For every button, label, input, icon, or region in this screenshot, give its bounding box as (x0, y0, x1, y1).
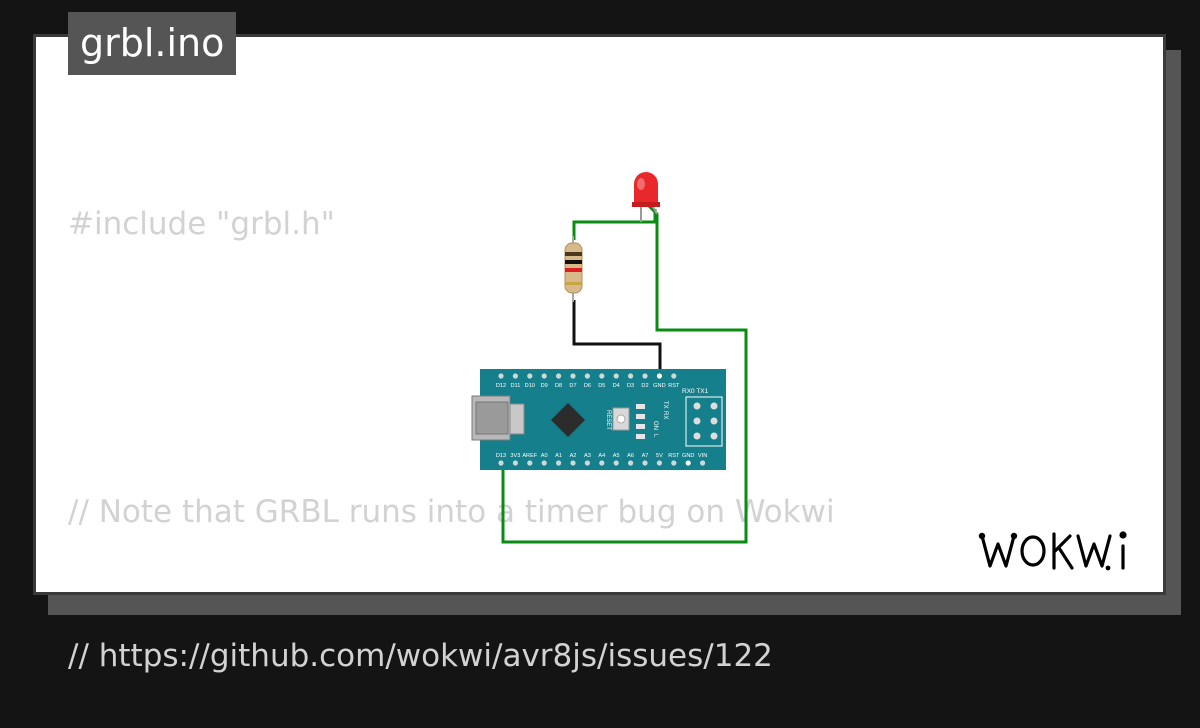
pin-hole[interactable] (541, 373, 547, 379)
code-line-4: // https://github.com/wokwi/avr8js/issue… (68, 638, 773, 674)
bottom-pin-label: A3 (584, 453, 591, 459)
pin-hole[interactable] (599, 373, 605, 379)
file-title: grbl.ino (68, 12, 237, 75)
top-pin-label: GND (653, 383, 665, 389)
bottom-pin-label: A5 (613, 453, 620, 459)
code-line-1: #include "grbl.h" (68, 206, 335, 242)
reset-label: RESET (605, 410, 611, 430)
icsp-header (685, 396, 723, 447)
pin-hole[interactable] (541, 460, 547, 466)
wokwi-logo (978, 524, 1148, 578)
header-label: RX0 TX1 (682, 388, 709, 395)
pin-hole[interactable] (628, 373, 634, 379)
led-label-rx: RX (662, 411, 668, 419)
top-pin-label: D11 (510, 383, 520, 389)
pin-hole[interactable] (642, 373, 648, 379)
pin-hole[interactable] (570, 373, 576, 379)
pin-hole[interactable] (599, 460, 605, 466)
pin-hole[interactable] (512, 373, 519, 379)
pin-hole[interactable] (584, 373, 591, 379)
bottom-pin-label: A1 (555, 453, 562, 459)
microcontroller-chip (551, 403, 585, 437)
bottom-pin-label: A2 (570, 453, 577, 459)
pin-hole[interactable] (671, 460, 677, 466)
pin-hole[interactable] (628, 460, 634, 466)
pin-hole[interactable] (642, 460, 648, 466)
bottom-pin-label: A7 (642, 453, 649, 459)
top-pin-label: RST (668, 383, 680, 389)
bottom-pin-label: A0 (541, 453, 548, 459)
pin-hole[interactable] (556, 460, 562, 466)
code-line-3: // Note that GRBL runs into a timer bug … (68, 494, 835, 530)
pin-hole[interactable] (512, 460, 519, 466)
pin-hole[interactable] (527, 460, 533, 466)
led-label-l: L (652, 434, 658, 438)
top-pin-label: D9 (541, 383, 548, 389)
pin-hole[interactable] (685, 460, 691, 466)
bottom-pin-label: VIN (698, 453, 707, 459)
pin-hole[interactable] (584, 460, 591, 466)
led-label-tx: TX (662, 401, 668, 409)
led[interactable] (632, 172, 660, 222)
resistor[interactable] (564, 236, 583, 302)
top-pin-label: D7 (569, 383, 576, 389)
top-pin-label: D10 (525, 383, 535, 389)
pin-hole[interactable] (700, 460, 706, 466)
pin-hole[interactable] (570, 460, 576, 466)
pin-hole[interactable] (671, 373, 677, 379)
top-pin-label: D6 (584, 383, 591, 389)
bottom-pin-label: GND (682, 453, 694, 459)
pin-hole[interactable] (613, 373, 619, 379)
top-pin-label: D4 (613, 383, 620, 389)
top-pin-label: D3 (627, 383, 634, 389)
pin-hole[interactable] (656, 373, 663, 379)
pin-hole[interactable] (498, 373, 504, 379)
bottom-pin-label: D13 (496, 453, 506, 459)
bottom-pin-label: AREF (522, 453, 538, 459)
pin-hole[interactable] (498, 460, 504, 466)
pin-hole[interactable] (613, 460, 619, 466)
wire-led-resistor (572, 209, 657, 240)
top-pin-label: D5 (598, 383, 605, 389)
preview-card (33, 34, 1166, 595)
bottom-pin-label: RST (668, 453, 680, 459)
top-pin-label: D8 (555, 383, 562, 389)
bottom-pin-label: 5V (656, 453, 663, 459)
wokwi-logo-mark (978, 531, 1127, 571)
top-pin-label: D2 (641, 383, 648, 389)
pin-hole[interactable] (527, 373, 533, 379)
wire-resistor-gnd (572, 300, 662, 378)
bottom-pin-label: A6 (627, 453, 634, 459)
bottom-pin-label: A4 (598, 453, 605, 459)
top-pin-label: D12 (496, 383, 506, 389)
pin-hole[interactable] (656, 460, 663, 466)
led-label-on: ON (652, 421, 658, 430)
pin-hole[interactable] (556, 373, 562, 379)
bottom-pin-label: 3V3 (510, 453, 520, 459)
